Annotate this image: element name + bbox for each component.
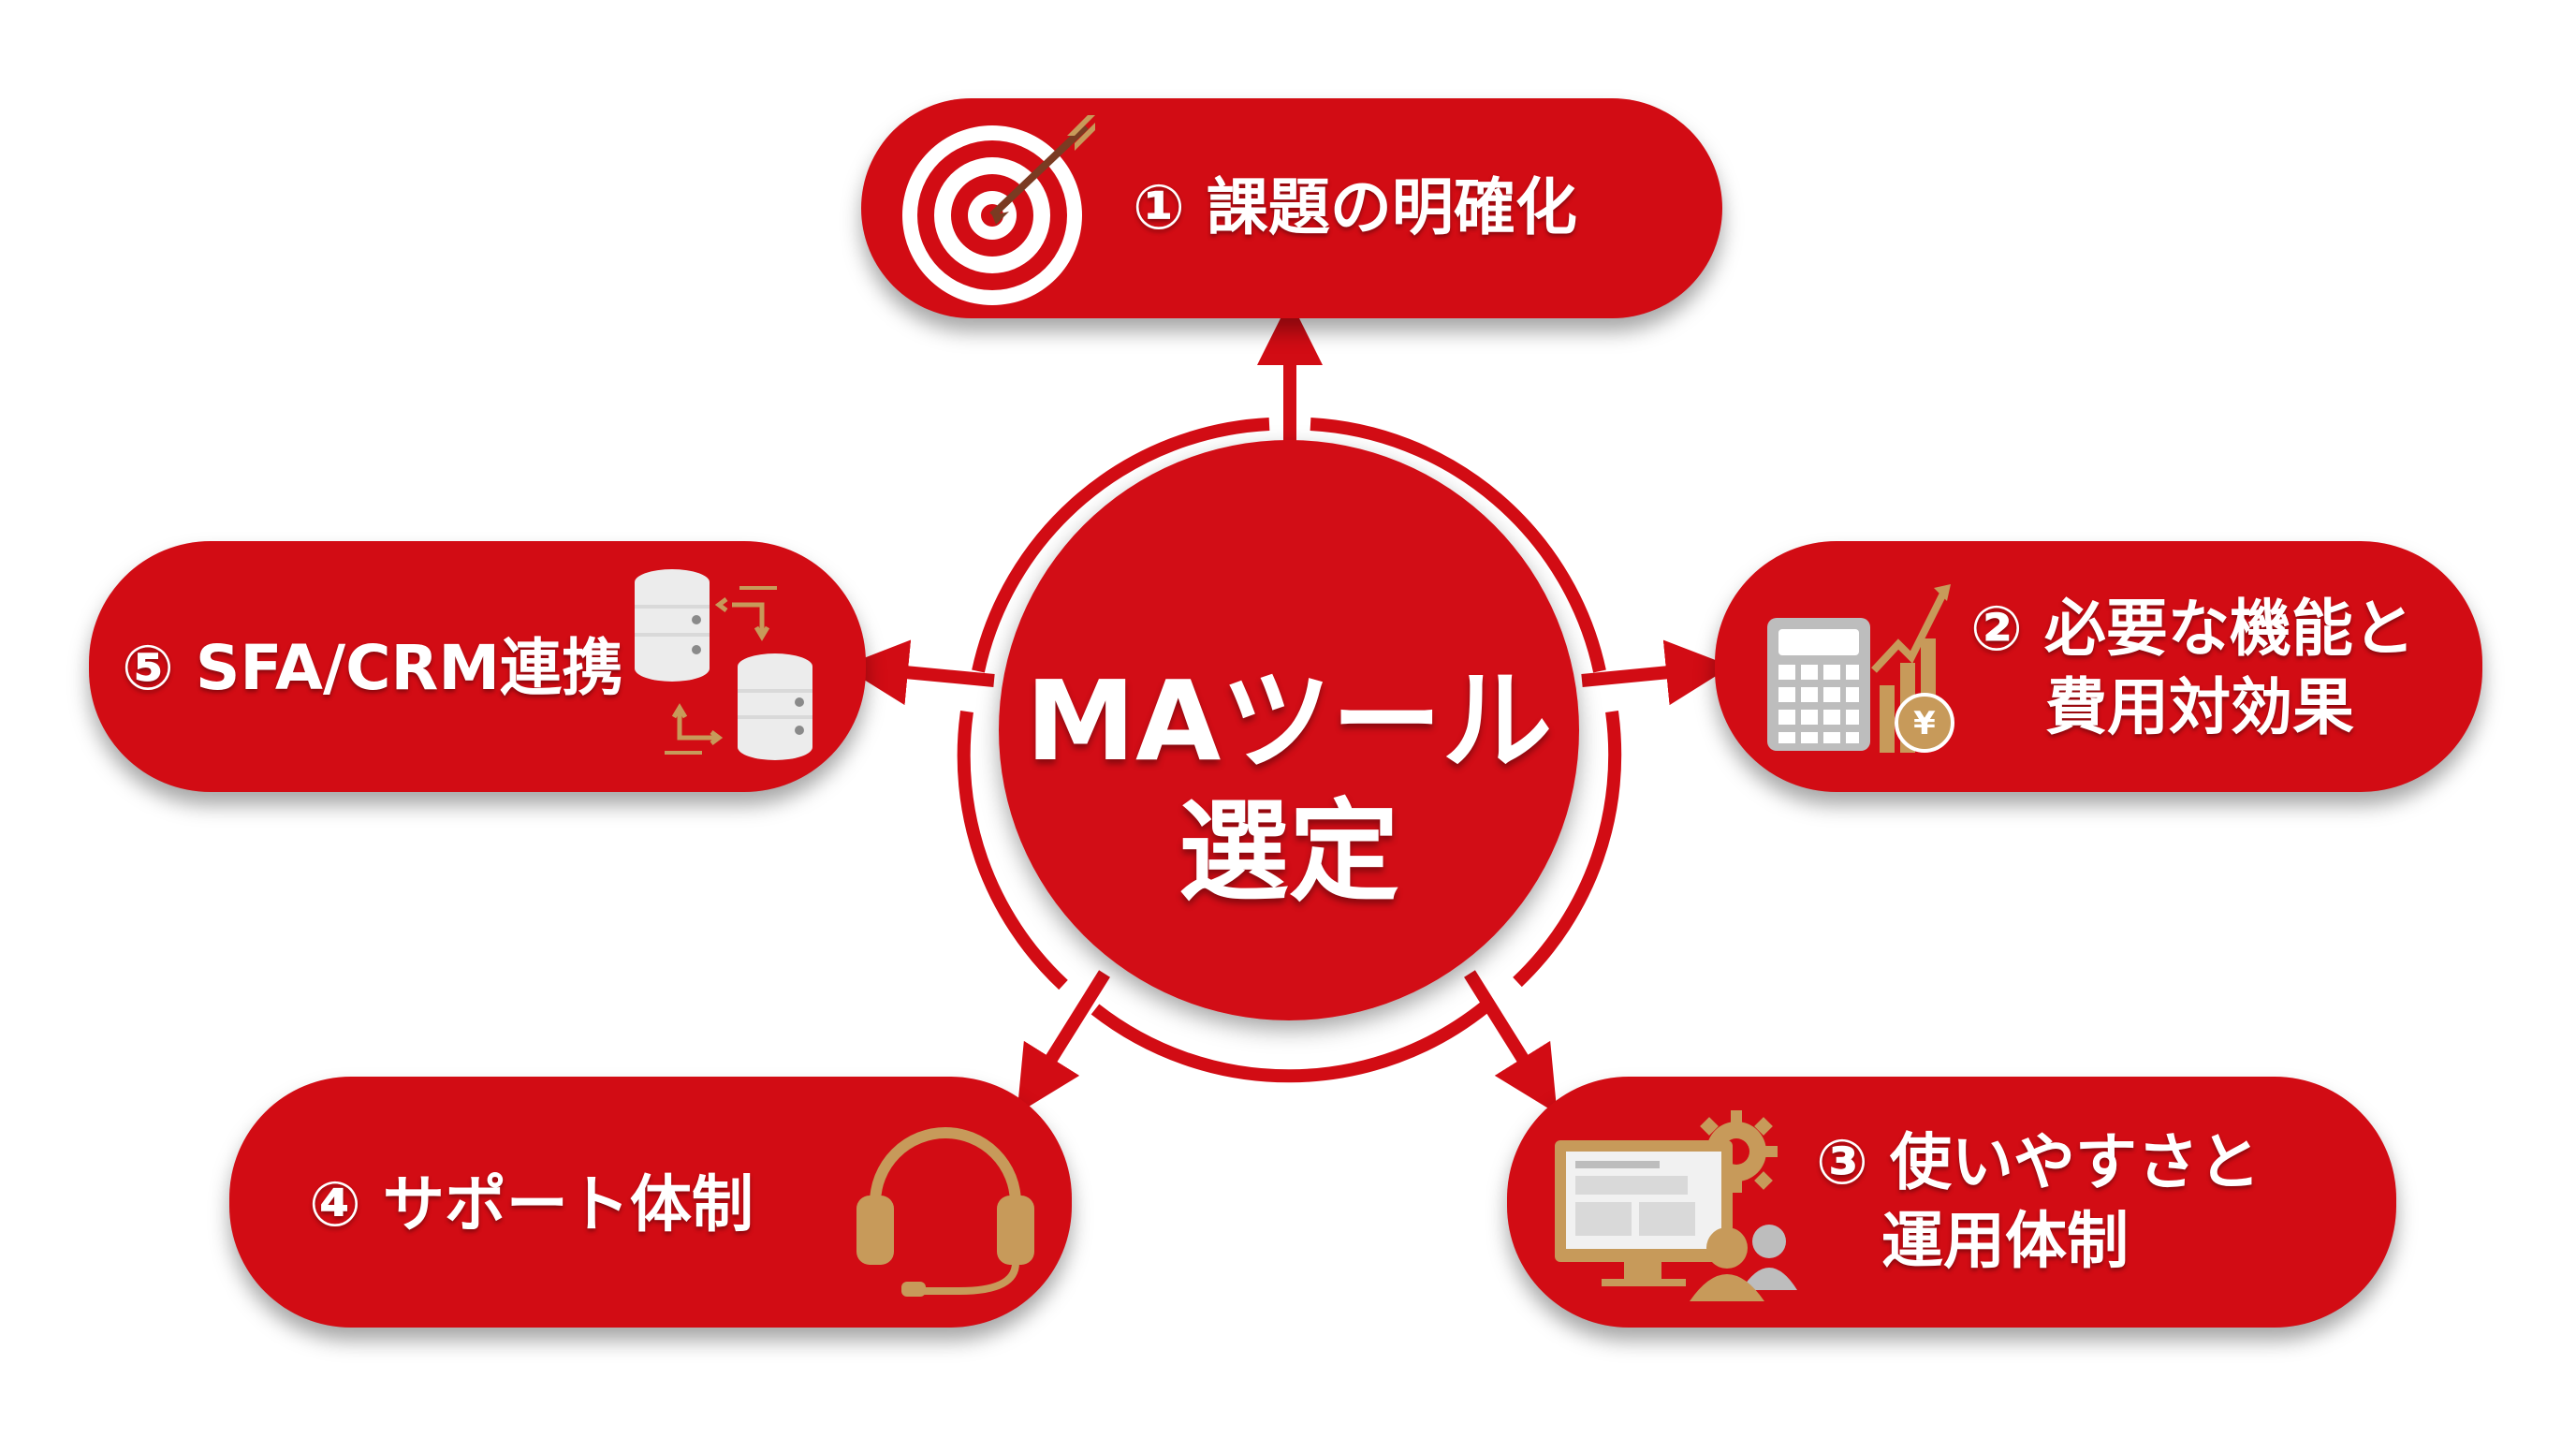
ring-segment xyxy=(1513,711,1622,988)
item-4-number: ④ xyxy=(309,1168,361,1240)
item-3-text-line2: 運用体制 xyxy=(1881,1205,2129,1277)
item-4-text: サポート体制 xyxy=(382,1168,754,1240)
item-2-text-line1: 必要な機能と xyxy=(2043,593,2415,665)
item-5-label: ⑤ SFA/CRM連携 xyxy=(122,629,623,708)
ring-segment xyxy=(957,711,1068,990)
center-circle xyxy=(999,440,1579,1020)
arrow-bottom-right xyxy=(1464,970,1558,1114)
item-4-label: ④ サポート体制 xyxy=(309,1166,754,1244)
arrow-right xyxy=(1581,639,1732,706)
item-3-number: ③ xyxy=(1816,1126,1868,1198)
database-sync-icon xyxy=(627,562,852,768)
item-1-text: 課題の明確化 xyxy=(1206,171,1577,243)
target-icon xyxy=(899,103,1114,314)
item-1-number: ① xyxy=(1133,171,1185,243)
center-title: MAツール 選定 xyxy=(980,655,1598,917)
item-5-number: ⑤ xyxy=(122,632,174,704)
outer-ring xyxy=(957,418,1622,1083)
item-3-label: ③ 使いやすさと 運用体制 xyxy=(1816,1123,2261,1281)
center-title-line2: 選定 xyxy=(1178,787,1399,917)
headset-icon xyxy=(847,1109,1044,1297)
center-title-line1: MAツール xyxy=(1025,656,1553,785)
ring-segment xyxy=(1090,1001,1490,1083)
arrow-bottom-left xyxy=(1017,970,1110,1114)
item-4-card xyxy=(229,1077,1072,1328)
item-5-text: SFA/CRM連携 xyxy=(195,632,624,704)
item-3-text-line1: 使いやすさと xyxy=(1889,1126,2261,1198)
monitor-gear-user-icon xyxy=(1549,1103,1802,1309)
arrow-left xyxy=(842,639,995,706)
item-1-label: ① 課題の明確化 xyxy=(1133,169,1577,247)
ring-segment xyxy=(972,418,1270,673)
item-2-text-line2: 費用対効果 xyxy=(2045,671,2354,743)
calculator-chart-icon: ¥ xyxy=(1760,573,1956,760)
svg-text:¥: ¥ xyxy=(1913,705,1936,742)
item-5-card xyxy=(89,541,866,792)
item-2-number: ② xyxy=(1970,593,2023,665)
ring-segment xyxy=(1310,418,1606,673)
item-2-label: ② 必要な機能と 費用対効果 xyxy=(1970,590,2415,747)
connector-arrows xyxy=(842,300,1732,1114)
